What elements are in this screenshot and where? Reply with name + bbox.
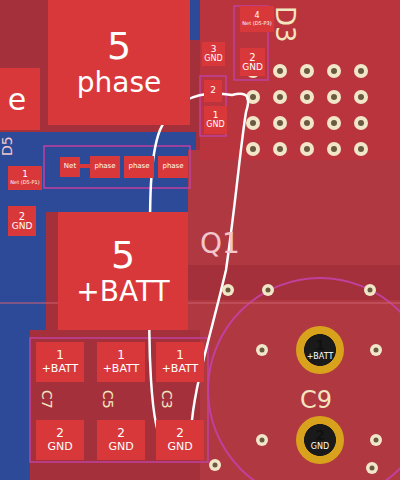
reference-designator: D5 [0,136,14,156]
net-name: +BATT [162,363,199,375]
smd-pad: 1+BATT [97,342,145,382]
courtyard-circle [208,278,400,480]
via-hole [266,288,271,293]
pad-number: 2 [176,427,184,440]
via [262,284,274,296]
via-hole [260,438,265,443]
smd-pad: 2GND [8,206,36,236]
pad-number: 1 [176,349,184,362]
smd-pad: phase [90,156,120,178]
smd-pad: 4Net (D5-P3) [240,6,274,32]
net-name: GND [311,443,329,452]
through-hole-pad: 1+BATT [296,326,344,374]
pad-number: 2 [19,211,25,222]
net-name: phase [128,163,149,171]
smd-pad: 5phase [48,0,190,125]
smd-pad: 3GND [202,42,225,66]
net-name: e [8,83,26,116]
pad-number: 2 [117,427,125,440]
via [256,434,268,446]
pad-number: 2 [315,428,325,443]
courtyard [30,338,208,462]
pad-number: 1 [315,338,325,353]
via-hole [368,288,373,293]
top-copper [188,150,400,265]
via [209,459,221,471]
courtyard [44,146,190,188]
pad-number: 1 [213,111,219,121]
smd-pad: 1GND [204,106,227,134]
smd-pad: 2GND [97,420,145,460]
net-name: GND [204,55,222,64]
net-name: Net (D5-P1) [10,180,39,186]
smd-pad: 2GND [36,420,84,460]
net-name: GND [167,441,192,453]
net-name: Net [64,163,76,171]
net-name: GND [242,63,263,73]
through-hole-pad: 2GND [296,416,344,464]
net-name: +BATT [42,363,79,375]
pad-number: 2 [249,52,255,63]
via-hole [374,348,379,353]
courtyard [200,76,226,136]
reference-designator: D3 [272,6,298,43]
via [364,284,376,296]
pad-number: 4 [254,12,259,21]
via-hole [260,348,265,353]
net-name: GND [47,441,72,453]
pad-number: 5 [111,235,135,277]
smd-pad: 1+BATT [36,342,84,382]
via [222,284,234,296]
net-name: phase [162,163,183,171]
smd-pad: 5+BATT [58,212,188,330]
via [256,344,268,356]
net-name: Net (D5-P3) [242,21,271,27]
net-name: +BATT [307,353,334,362]
net-name: +BATT [103,363,140,375]
pad-number: 5 [107,26,131,68]
net-name: GND [206,121,224,130]
smd-pad: 2GND [240,48,265,76]
net-name: GND [12,222,33,232]
reference-designator: Q1 [200,230,240,258]
pad-number: 1 [22,170,28,180]
smd-pad: 1Net (D5-P1) [8,166,42,190]
pad-number: 2 [56,427,64,440]
smd-pad: 2GND [156,420,204,460]
bottom-copper [46,132,196,212]
net-name: 2 [210,86,216,96]
via [370,434,382,446]
via [366,462,378,474]
reference-designator: C7 [40,390,54,409]
smd-pad: e [0,68,40,130]
pad-number: 1 [117,349,125,362]
via [370,344,382,356]
pad-number: 3 [211,45,217,55]
via-hole [213,463,218,468]
net-name: phase [94,163,115,171]
reference-designator: C9 [300,388,332,412]
smd-pad: Net [60,157,80,177]
reference-designator: C5 [101,390,115,409]
smd-pad: 1+BATT [156,342,204,382]
smd-pad: phase [158,156,188,178]
smd-pad: 2 [204,80,222,102]
via-hole [374,438,379,443]
via-hole [226,288,231,293]
top-copper [188,300,400,480]
net-name: GND [108,441,133,453]
reference-designator: C3 [160,390,174,409]
net-name: phase [77,68,162,99]
net-name: +BATT [76,277,169,308]
pad-number: 1 [56,349,64,362]
via-hole [370,466,375,471]
smd-pad: phase [124,156,154,178]
